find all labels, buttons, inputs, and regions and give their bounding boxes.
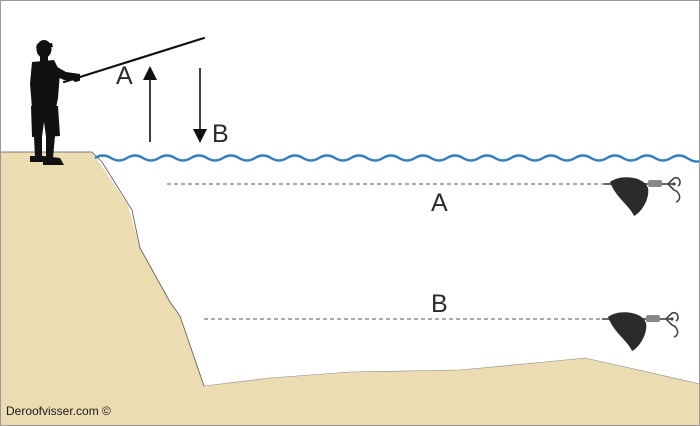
arrow-up-icon xyxy=(143,66,157,142)
spinner-lure-icon xyxy=(602,311,679,351)
fishing-rod-tip xyxy=(149,37,205,56)
lake-bottom-edge xyxy=(203,357,700,387)
water-surface xyxy=(94,154,700,163)
lake-bottom xyxy=(0,152,700,426)
depth-a-label: A xyxy=(431,189,448,217)
rod-down-label: B xyxy=(212,120,229,148)
shore-bank xyxy=(0,151,205,387)
rod-up-label: A xyxy=(116,62,133,90)
fisherman-silhouette-icon xyxy=(30,40,80,165)
spinner-lure-icon xyxy=(604,176,681,216)
arrow-down-icon xyxy=(193,68,207,143)
depth-b-label: B xyxy=(431,290,448,318)
credit-text: Deroofvisser.com © xyxy=(6,404,111,418)
